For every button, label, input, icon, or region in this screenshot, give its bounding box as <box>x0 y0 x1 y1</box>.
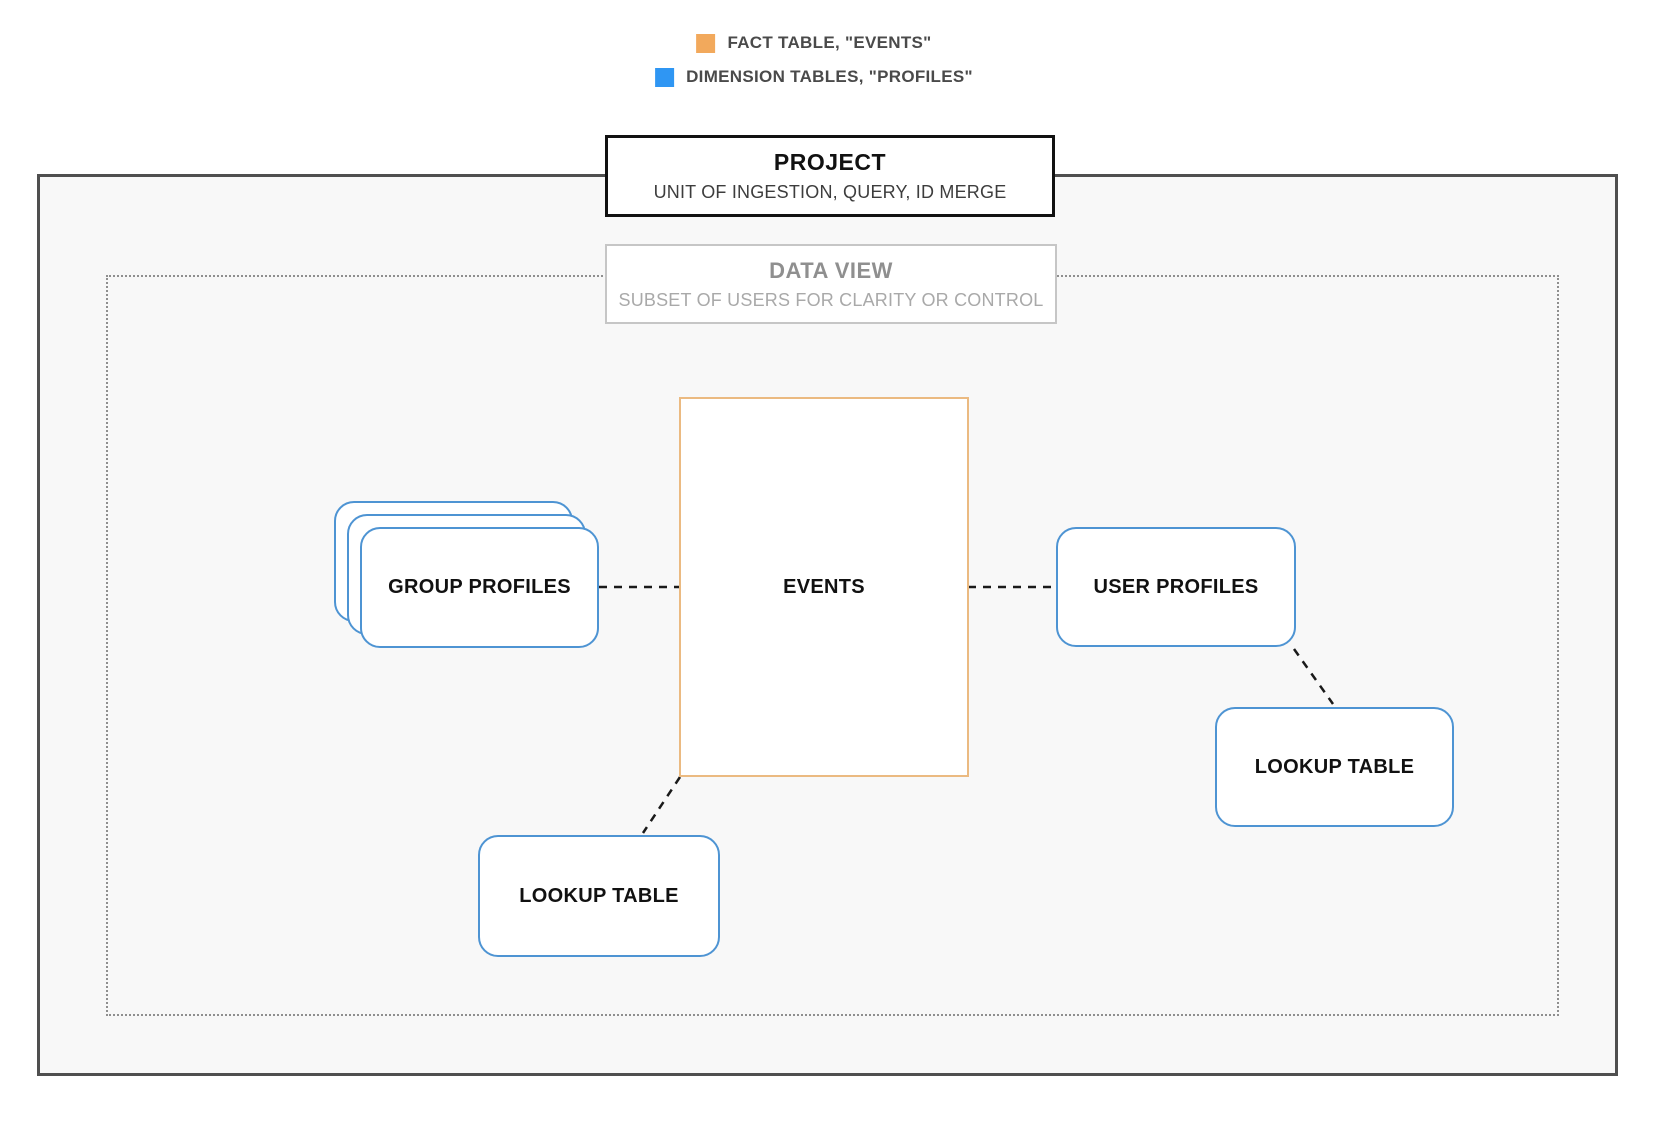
legend-label-fact-table: FACT TABLE, "EVENTS" <box>727 33 932 52</box>
lookup-table-right-label: LOOKUP TABLE <box>1254 755 1415 778</box>
lookup-table-bottom-node: LOOKUP TABLE <box>478 835 720 957</box>
lookup-table-right-node: LOOKUP TABLE <box>1215 707 1454 827</box>
project-header-box: PROJECT UNIT OF INGESTION, QUERY, ID MER… <box>605 135 1055 217</box>
project-title: PROJECT <box>773 149 887 175</box>
events-node: EVENTS <box>679 397 969 777</box>
dimension-tables-swatch-icon <box>655 67 675 87</box>
group-profiles-node: GROUP PROFILES <box>334 501 599 648</box>
legend-item-fact-table: FACT TABLE, "EVENTS" <box>696 33 931 53</box>
data-view-subtitle: SUBSET OF USERS FOR CLARITY OR CONTROL <box>618 289 1044 310</box>
events-label: EVENTS <box>783 575 865 598</box>
group-profiles-label: GROUP PROFILES <box>388 576 571 598</box>
data-view-title: DATA VIEW <box>769 257 893 283</box>
project-subtitle: UNIT OF INGESTION, QUERY, ID MERGE <box>653 182 1007 202</box>
legend: FACT TABLE, "EVENTS" DIMENSION TABLES, "… <box>655 33 973 87</box>
legend-item-dimension-tables: DIMENSION TABLES, "PROFILES" <box>655 67 973 87</box>
legend-label-dimension-tables: DIMENSION TABLES, "PROFILES" <box>686 67 973 86</box>
lookup-table-bottom-label: LOOKUP TABLE <box>519 884 679 907</box>
user-profiles-node: USER PROFILES <box>1056 527 1296 647</box>
group-profiles-stack-card-front: GROUP PROFILES <box>360 527 599 648</box>
data-view-header-box: DATA VIEW SUBSET OF USERS FOR CLARITY OR… <box>605 244 1057 324</box>
user-profiles-label: USER PROFILES <box>1093 575 1259 598</box>
fact-table-swatch-icon <box>696 33 716 53</box>
